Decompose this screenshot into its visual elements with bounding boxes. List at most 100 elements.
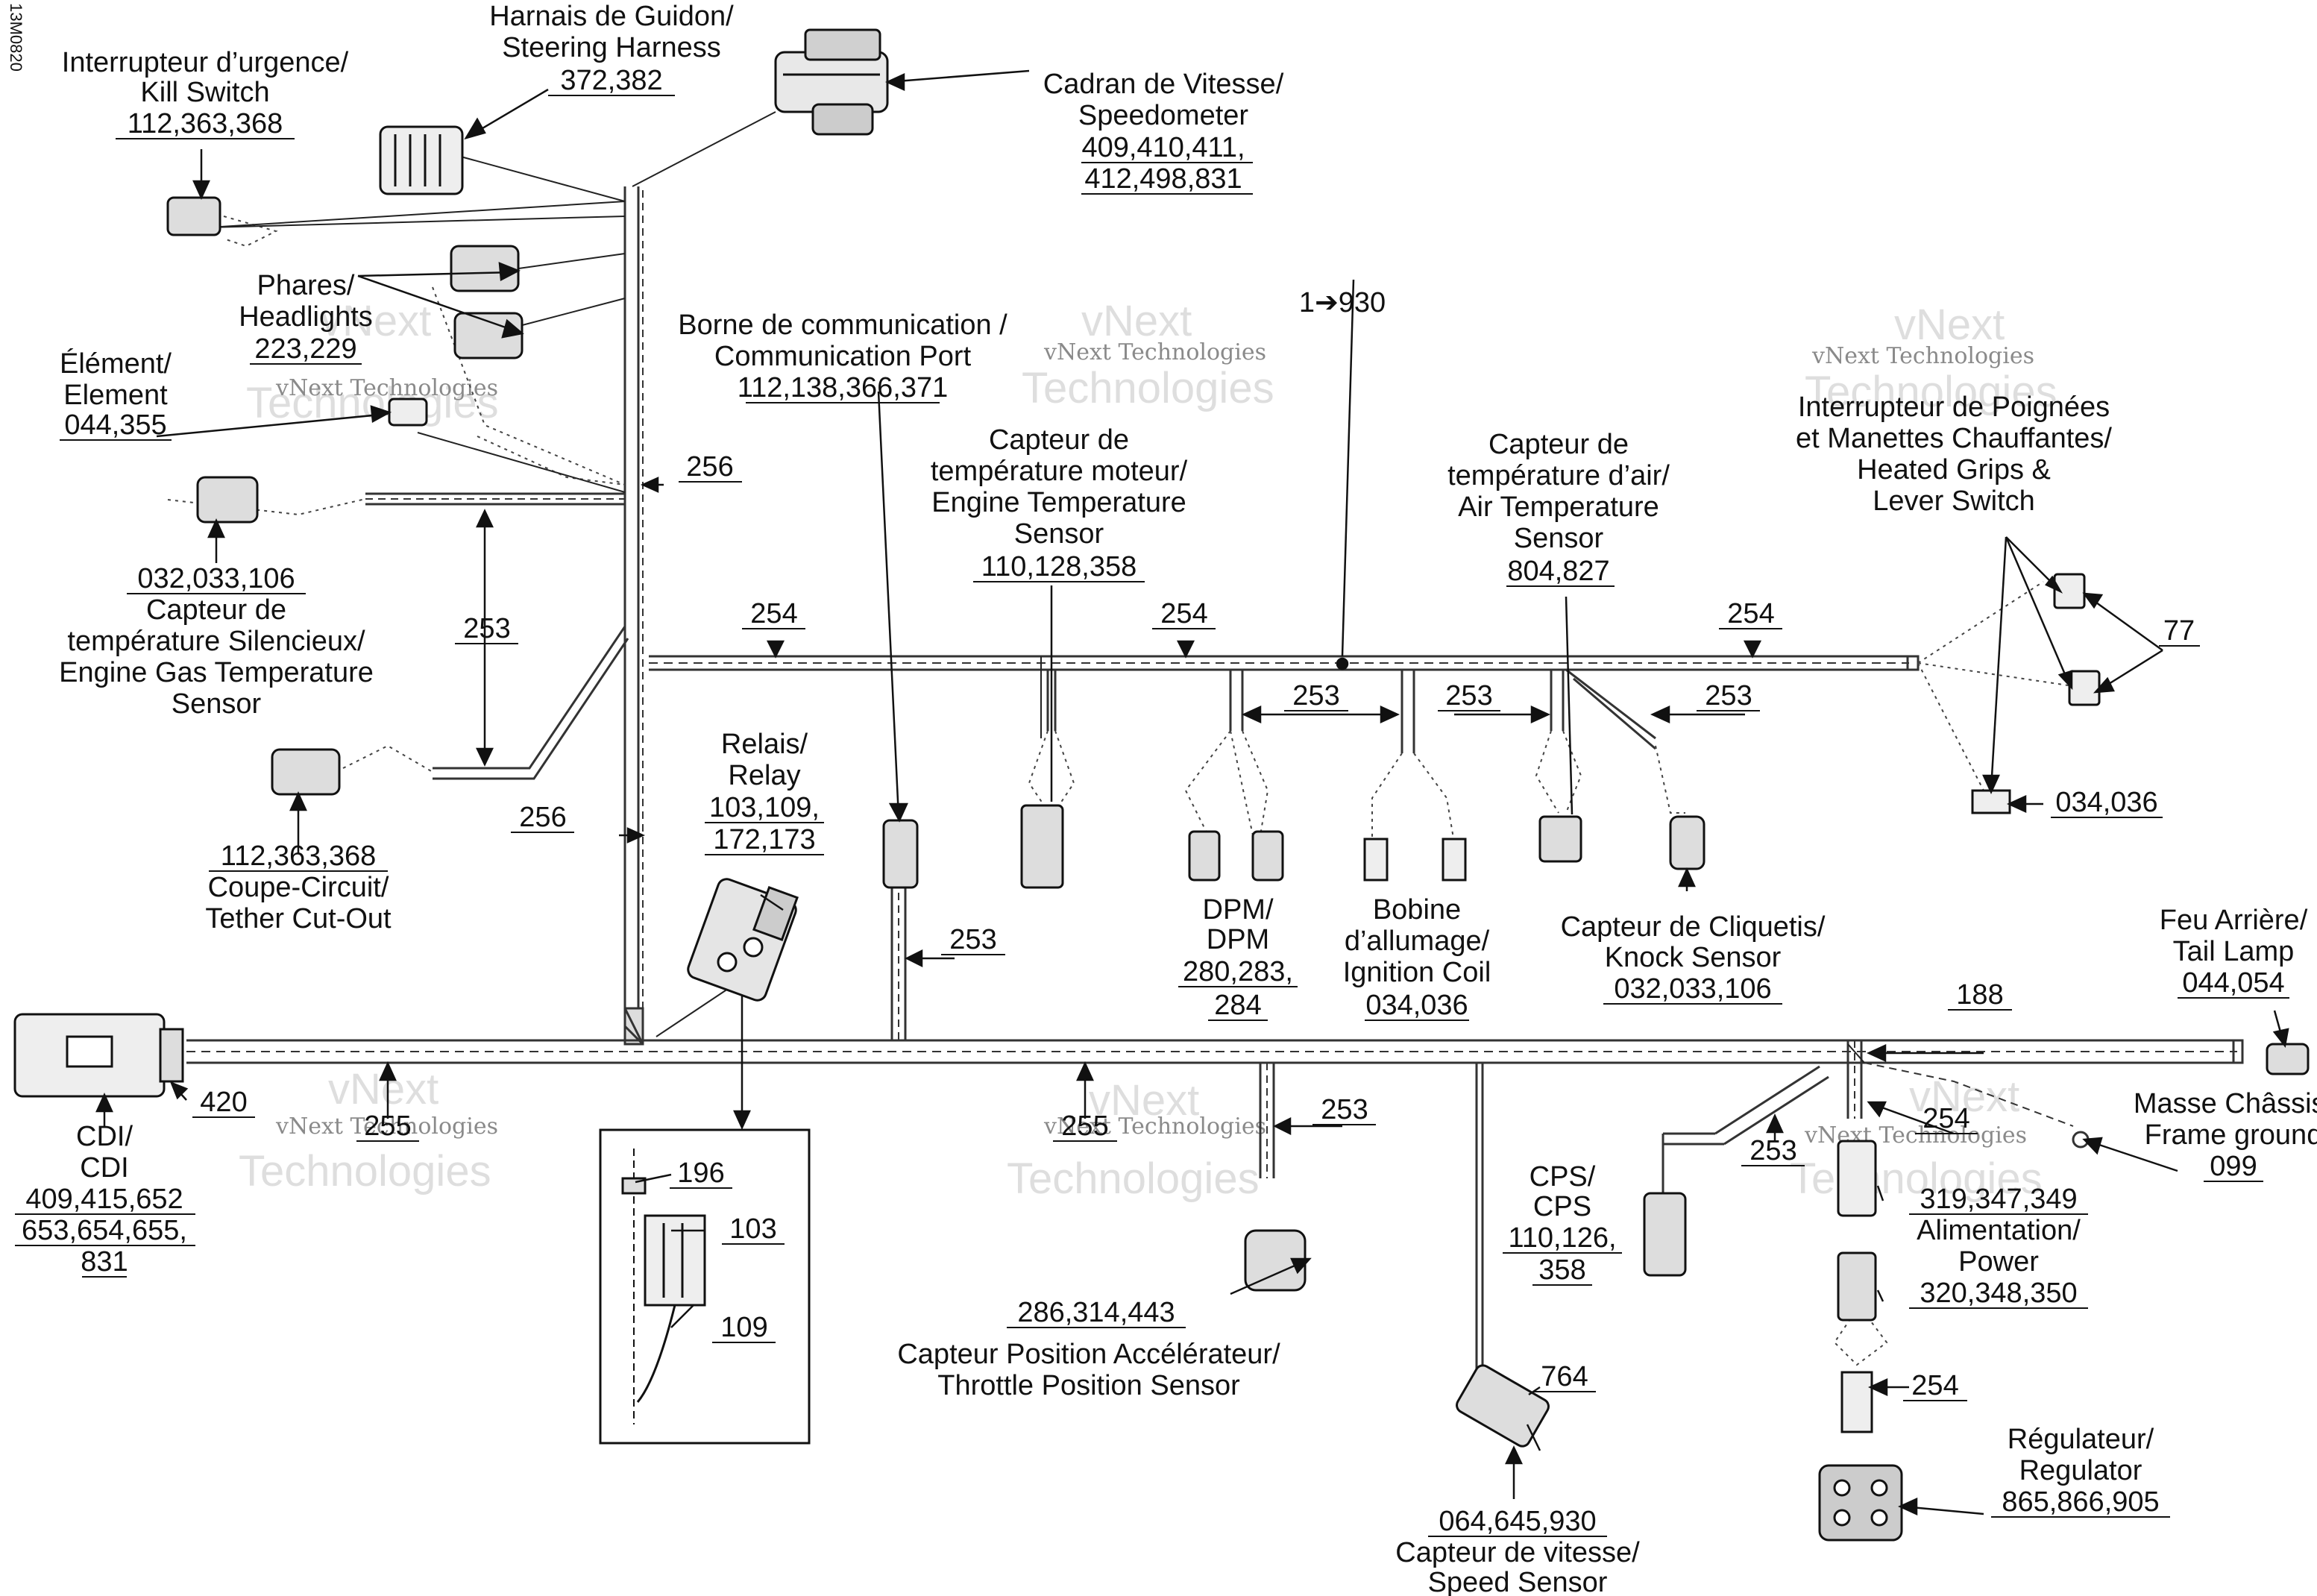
knock-sensor-connector: [1669, 815, 1705, 870]
svg-text:CPS/: CPS/: [1530, 1161, 1596, 1193]
svg-text:099: 099: [2210, 1151, 2257, 1182]
svg-text:CPS: CPS: [1533, 1191, 1591, 1222]
svg-text:Masse Châssis/: Masse Châssis/: [2134, 1088, 2317, 1119]
watermark-small: vNext Technologies: [1043, 1113, 1266, 1140]
callout-heated-grips: Interrupteur de Poignées et Manettes Cha…: [1796, 392, 2112, 517]
part-number-254: 254: [1719, 598, 1782, 629]
svg-text:172,173: 172,173: [713, 824, 815, 855]
part-number-255: 255: [356, 1110, 419, 1142]
svg-text:77: 77: [2163, 615, 2195, 647]
svg-text:253: 253: [1292, 680, 1339, 711]
part-numbers: 256 256 253 254 254 254 253 253 253 77 2…: [192, 451, 2200, 1401]
dotted-wires: [167, 216, 2074, 1366]
air-temp-connector: [1538, 815, 1582, 863]
svg-text:CDI: CDI: [80, 1152, 128, 1184]
svg-text:Borne de communication /: Borne de communication /: [678, 310, 1007, 341]
svg-text:254: 254: [1911, 1370, 1958, 1401]
svg-text:Régulateur/: Régulateur/: [2008, 1424, 2154, 1455]
engine-temp-connector: [1020, 804, 1064, 889]
svg-text:223,229: 223,229: [254, 333, 356, 365]
regulator-connector: [1818, 1464, 1903, 1542]
speed-sensor-connector: [1456, 1364, 1550, 1448]
svg-text:Headlights: Headlights: [239, 301, 373, 333]
watermark-technologies: Technologies: [1022, 364, 1274, 412]
svg-text:253: 253: [1321, 1094, 1368, 1125]
callout-cdi: CDI/ CDI 409,415,652 653,654,655, 831: [15, 1121, 195, 1278]
svg-text:Capteur Position Accélérateur/: Capteur Position Accélérateur/: [897, 1339, 1280, 1370]
callout-power: 319,347,349 Alimentation/ Power 320,348,…: [1909, 1184, 2088, 1309]
speedometer-connector: [774, 28, 889, 136]
svg-text:Ignition Coil: Ignition Coil: [1343, 957, 1491, 988]
relay-inset: [599, 1128, 811, 1445]
svg-text:255: 255: [1061, 1110, 1108, 1142]
watermarks: vNext Technologies vNext Technologies vN…: [239, 297, 2057, 1203]
svg-text:319,347,349: 319,347,349: [1920, 1184, 2077, 1215]
svg-text:044,355: 044,355: [64, 409, 166, 441]
svg-text:256: 256: [686, 451, 733, 483]
leader-lines: [208, 111, 1865, 1064]
part-number-256: 256: [679, 451, 742, 483]
svg-text:409,415,652: 409,415,652: [25, 1184, 183, 1215]
svg-text:196: 196: [677, 1157, 724, 1189]
arrow-target-label: 1➔930: [1299, 287, 1386, 318]
svg-text:420: 420: [200, 1087, 247, 1118]
components: [13, 28, 2310, 1542]
svg-text:831: 831: [81, 1246, 128, 1278]
callout-steering-harness: Harnais de Guidon/ Steering Harness 372,…: [489, 1, 734, 96]
svg-text:Heated Grips &: Heated Grips &: [1857, 454, 2051, 486]
part-number-109: 109: [712, 1312, 776, 1343]
callout-grips-code: 034,036: [2051, 787, 2163, 818]
svg-text:254: 254: [750, 598, 797, 629]
labels: 13M0820 Interrupteur d’urgence/ Kill Swi…: [7, 1, 2317, 1596]
svg-text:Harnais de Guidon/: Harnais de Guidon/: [489, 1, 734, 32]
svg-text:253: 253: [949, 924, 996, 955]
callout-frame-ground: Masse Châssis/ Frame ground 099: [2134, 1088, 2317, 1182]
ignition-coil-connector: [1363, 838, 1467, 882]
callout-tether: 112,363,368 Coupe-Circuit/ Tether Cut-Ou…: [205, 841, 392, 934]
watermark-brand: vNext: [1081, 297, 1192, 345]
svg-text:Cadran de Vitesse/: Cadran de Vitesse/: [1043, 69, 1284, 100]
svg-text:Speedometer: Speedometer: [1078, 100, 1248, 131]
svg-text:Communication Port: Communication Port: [714, 341, 972, 372]
part-number-764: 764: [1532, 1361, 1596, 1392]
heated-grips-connector: [1971, 573, 2101, 814]
part-number-256: 256: [511, 802, 574, 833]
comm-port-connector: [882, 819, 919, 889]
part-number-103: 103: [722, 1213, 785, 1245]
svg-text:064,645,930: 064,645,930: [1439, 1506, 1596, 1537]
svg-text:Throttle Position Sensor: Throttle Position Sensor: [937, 1370, 1240, 1401]
watermark-brand: vNext: [321, 297, 431, 345]
watermark-small: vNext Technologies: [1043, 339, 1266, 365]
svg-text:Frame ground: Frame ground: [2145, 1119, 2317, 1151]
watermark-brand: vNext: [1894, 301, 2005, 349]
svg-text:034,036: 034,036: [1365, 990, 1468, 1021]
element-connector: [388, 398, 428, 427]
svg-text:Élément/: Élément/: [60, 348, 172, 380]
kill-switch-connector: [166, 196, 221, 236]
svg-text:412,498,831: 412,498,831: [1084, 163, 1242, 195]
part-number-254: 254: [1903, 1370, 1967, 1401]
svg-text:255: 255: [364, 1110, 411, 1142]
svg-text:Phares/: Phares/: [257, 270, 355, 301]
callout-exhaust-temp: 032,033,106 Capteur de température Silen…: [59, 563, 374, 720]
watermark-technologies: Technologies: [239, 1147, 491, 1196]
part-number-253: 253: [1438, 680, 1500, 711]
svg-text:865,866,905: 865,866,905: [2002, 1486, 2159, 1518]
svg-text:température Silencieux/: température Silencieux/: [67, 626, 365, 657]
svg-text:Power: Power: [1958, 1246, 2039, 1278]
part-number-253: 253: [455, 613, 518, 644]
svg-text:372,382: 372,382: [560, 65, 662, 96]
tether-connector: [271, 748, 341, 796]
svg-text:254: 254: [1727, 598, 1774, 629]
callout-tps: 286,314,443 Capteur Position Accélérateu…: [897, 1297, 1280, 1401]
part-number-188: 188: [1948, 979, 2012, 1011]
svg-text:CDI/: CDI/: [76, 1121, 133, 1152]
svg-text:109: 109: [720, 1312, 767, 1343]
svg-text:température moteur/: température moteur/: [931, 456, 1188, 487]
svg-text:Speed Sensor: Speed Sensor: [1428, 1567, 1608, 1596]
svg-text:Lever Switch: Lever Switch: [1873, 486, 2035, 517]
svg-text:Tail Lamp: Tail Lamp: [2173, 936, 2295, 967]
svg-text:764: 764: [1541, 1361, 1588, 1392]
part-number-255: 255: [1053, 1110, 1117, 1142]
